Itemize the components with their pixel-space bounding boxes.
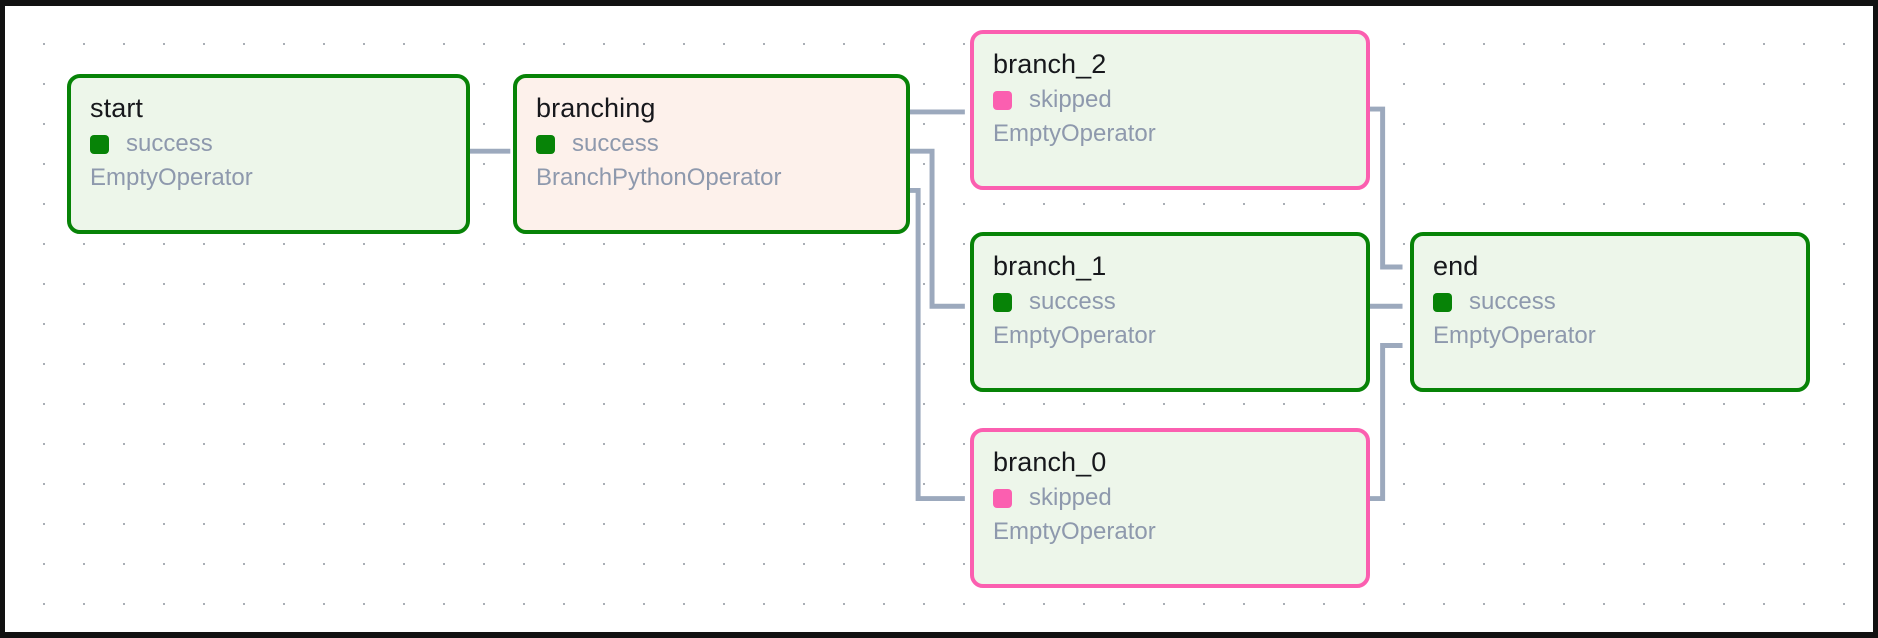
task-node-label: end [1433,251,1479,281]
task-node-status-text: success [1469,288,1556,315]
status-swatch-icon [993,488,1012,508]
task-node-operator: EmptyOperator [1433,322,1596,349]
task-node-status: success [993,287,1347,317]
task-node-branch_0[interactable]: branch_0 skipped EmptyOperator [970,428,1370,588]
status-swatch-icon [90,134,109,154]
task-node-branching[interactable]: branching success BranchPythonOperator [513,74,910,234]
task-node-operator: EmptyOperator [90,164,253,191]
status-swatch-icon [993,292,1012,312]
status-swatch-icon [1433,292,1452,312]
task-node-branch_1[interactable]: branch_1 success EmptyOperator [970,232,1370,392]
task-node-status-text: skipped [1029,86,1112,113]
task-node-status: success [536,129,887,159]
task-node-status: success [90,129,447,159]
task-node-operator: EmptyOperator [993,518,1156,545]
task-node-status: skipped [993,483,1347,513]
status-swatch-icon [536,134,555,154]
task-node-label: branch_2 [993,49,1107,79]
task-node-operator: EmptyOperator [993,322,1156,349]
task-node-status-text: success [572,130,659,157]
task-node-branch_2[interactable]: branch_2 skipped EmptyOperator [970,30,1370,190]
graph-canvas[interactable]: start success EmptyOperator branching su… [5,6,1873,632]
task-node-status-text: success [1029,288,1116,315]
task-node-status: skipped [993,85,1347,115]
task-node-label: branch_1 [993,251,1107,281]
task-node-label: start [90,93,144,123]
edge-branching-branch_1 [905,148,965,309]
task-node-label: branch_0 [993,447,1107,477]
task-node-label: branching [536,93,656,123]
task-node-status: success [1433,287,1787,317]
task-node-operator: BranchPythonOperator [536,164,782,191]
task-node-end[interactable]: end success EmptyOperator [1410,232,1810,392]
task-node-status-text: skipped [1029,484,1112,511]
task-node-operator: EmptyOperator [993,120,1156,147]
status-swatch-icon [993,90,1012,110]
task-node-status-text: success [126,130,213,157]
task-node-start[interactable]: start success EmptyOperator [67,74,470,234]
edge-branching-branch_0 [905,188,965,502]
